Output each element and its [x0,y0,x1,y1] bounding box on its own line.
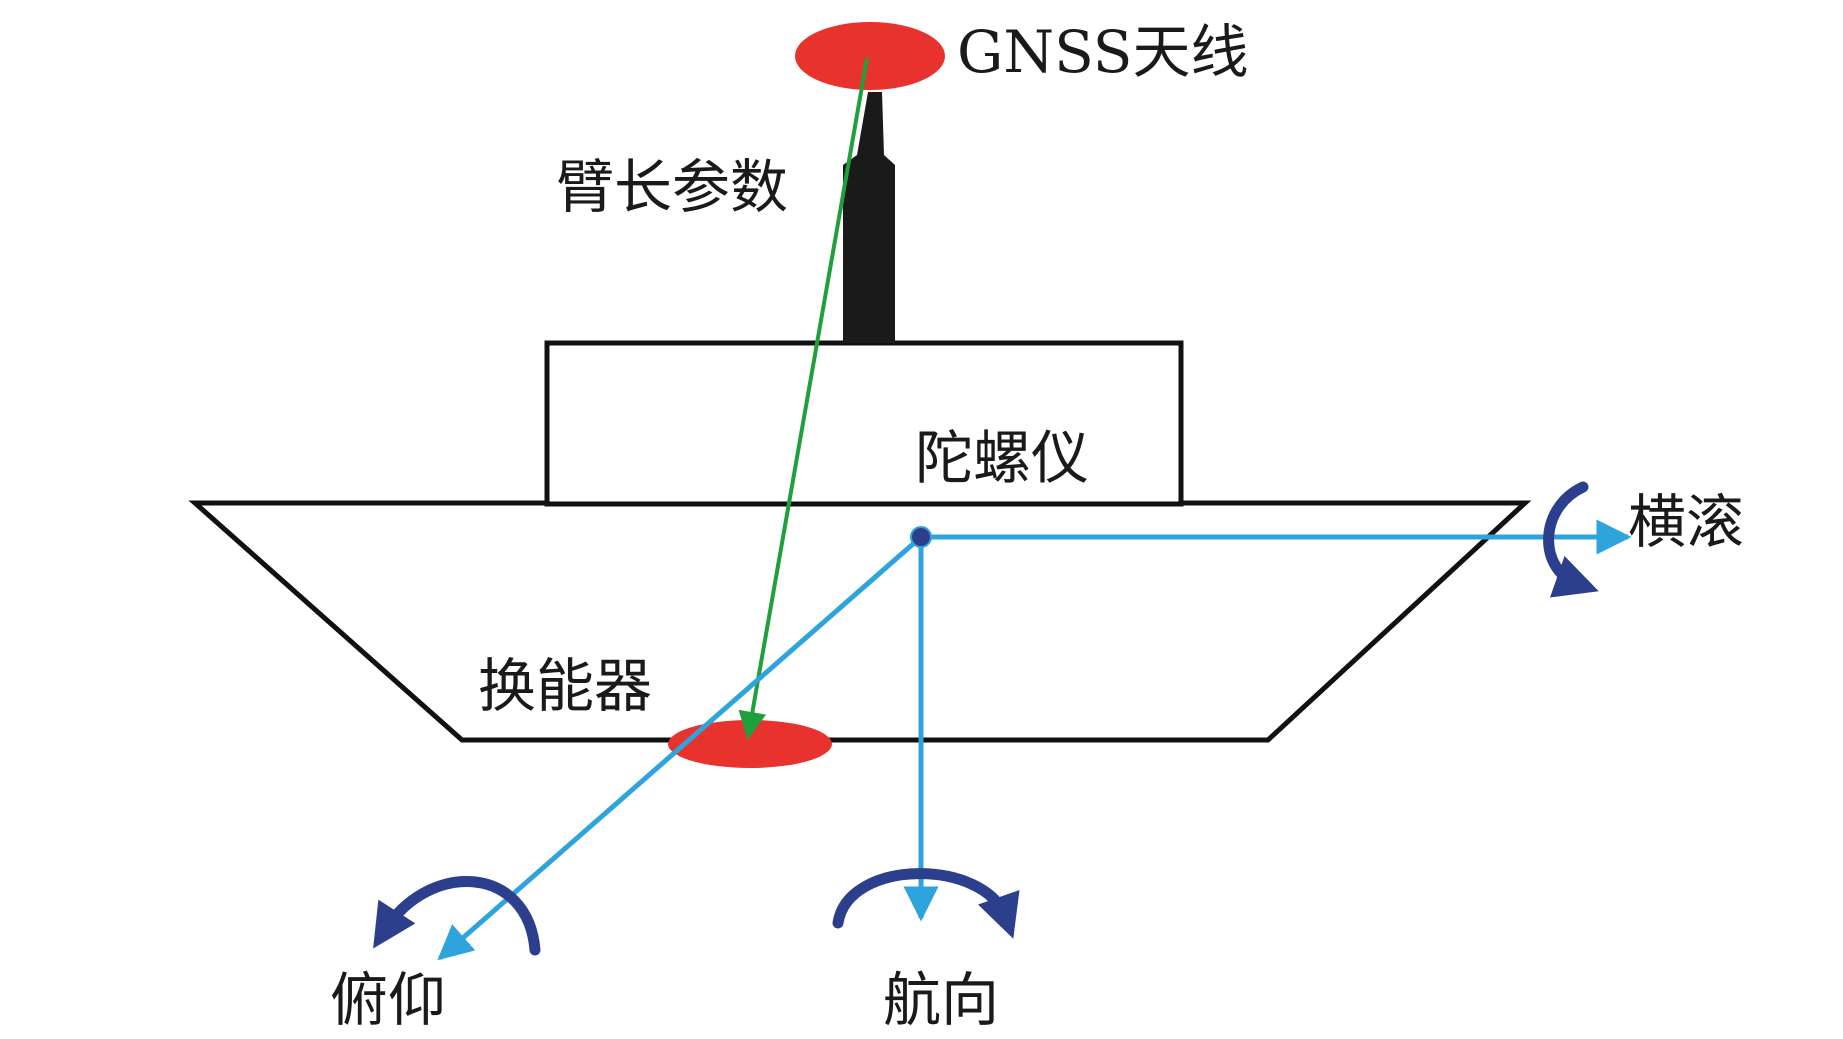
gnss-antenna-label: GNSS天线 [957,18,1249,86]
lever-arm-arrow [738,57,869,740]
transducer [668,720,832,768]
pitch-rotation-arrow [373,876,541,956]
gnss-antenna [795,22,945,90]
gyroscope-origin [910,526,932,548]
roll-rotation-arrow [1543,481,1599,598]
ship-cabin [544,340,1184,507]
transducer-label: 换能器 [478,652,652,720]
heading-label: 航向 [883,966,999,1034]
antenna-mast [843,92,895,343]
roll-label: 横滚 [1628,488,1744,556]
heading-rotation-arrow [832,868,1020,939]
pitch-label: 俯仰 [330,966,446,1034]
lever-arm-label: 臂长参数 [556,153,788,221]
gyroscope-label: 陀螺仪 [915,424,1089,492]
pitch-axis-arrow [437,535,923,961]
